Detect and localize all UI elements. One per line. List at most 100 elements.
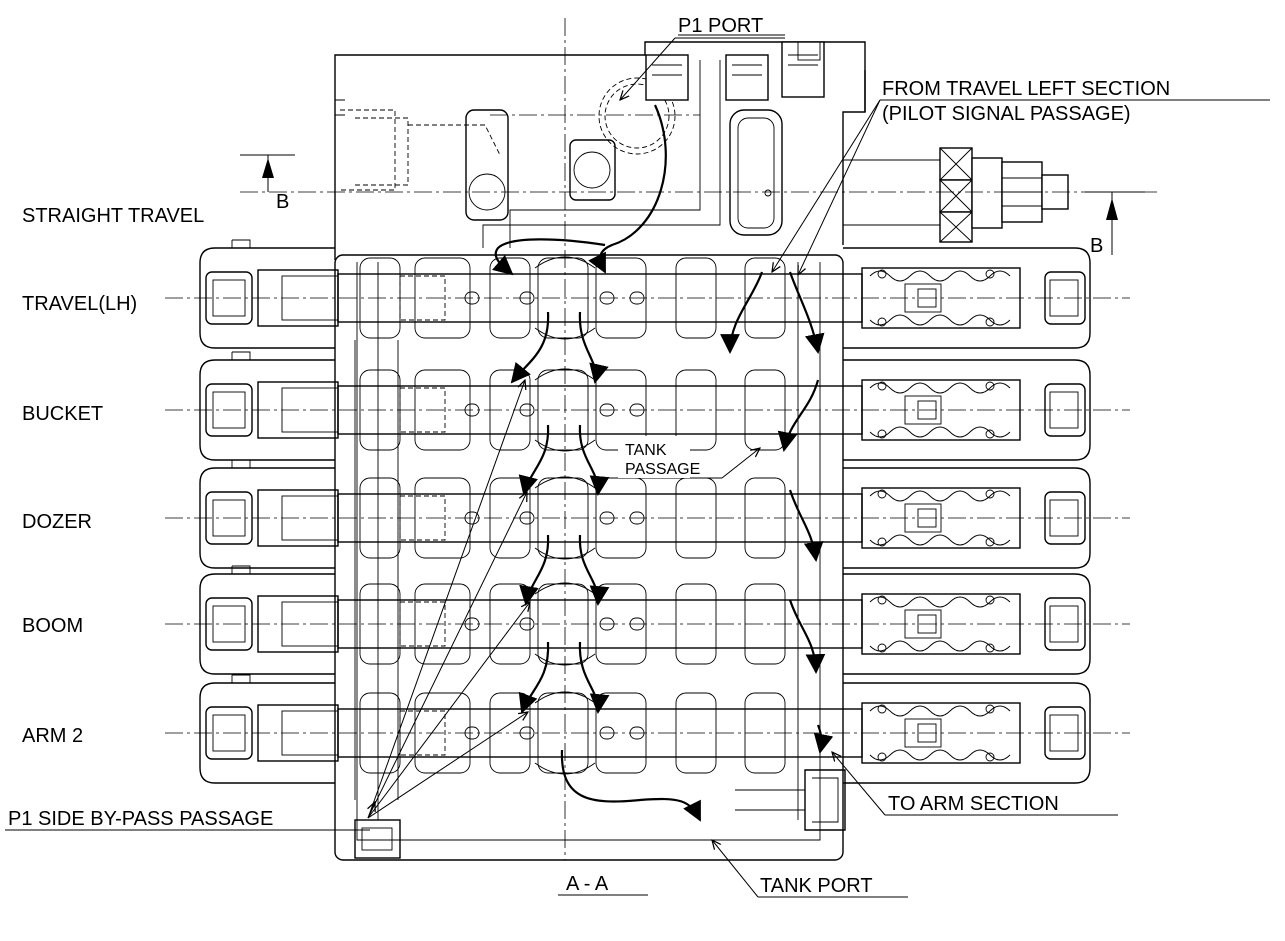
- pilot-signal-passage-label: (PILOT SIGNAL PASSAGE): [882, 103, 1131, 125]
- section-1-port-d: [985, 317, 995, 327]
- section-4-port-a: [877, 595, 887, 605]
- section-5-spring-stop: [917, 723, 937, 743]
- section-5-notch-1: [599, 726, 615, 740]
- section-4-land-2: [489, 583, 531, 665]
- p1-port-label: P1 PORT: [678, 15, 763, 37]
- section-1-land-3: [537, 257, 589, 339]
- section-1-right-plug: [1044, 271, 1086, 325]
- section-2-land-5: [675, 369, 717, 451]
- section-3-notch-1: [599, 511, 615, 525]
- section-1-spring-bottom: [869, 314, 1011, 326]
- section-1-notch-1: [599, 291, 615, 305]
- section-4-land-6: [744, 583, 786, 665]
- section-3-left-plug: [205, 491, 253, 545]
- section-3-spring-housing: [861, 487, 1021, 549]
- section-1-left-cap-lip: [231, 239, 251, 248]
- section-1-notch-3: [629, 291, 645, 305]
- section-4-left-plug: [205, 597, 253, 651]
- section-3-spring-retainer: [904, 503, 942, 533]
- section-2-spring-stop: [917, 400, 937, 420]
- section-5-spring-top: [869, 705, 1011, 717]
- section-3-land-3: [537, 477, 589, 559]
- section-4-port-c: [985, 595, 995, 605]
- section-5-left-cap-lip: [231, 674, 251, 683]
- section-4-right-plug-inner: [1049, 605, 1079, 643]
- spool-sections: [199, 239, 1091, 831]
- section-4-spring-top: [869, 596, 1011, 608]
- straight-travel-label: STRAIGHT TRAVEL: [22, 205, 204, 227]
- section-5-spring-bottom: [869, 749, 1011, 761]
- section-4-notch-2: [464, 617, 480, 631]
- section-3-bridge-top: [534, 476, 596, 489]
- section-5-notch-2: [464, 726, 480, 740]
- section-3-right-plug-inner: [1049, 499, 1079, 537]
- valve-body: [334, 41, 866, 861]
- section-3-notch-3: [629, 511, 645, 525]
- section-label-bucket: BUCKET: [22, 403, 103, 425]
- section-5-land-1: [414, 692, 471, 774]
- section-2-bridge-bottom: [534, 439, 596, 452]
- section-2-land-3: [537, 369, 589, 451]
- section-4-spring-stop: [917, 614, 937, 634]
- section-3-right-plug: [1044, 491, 1086, 545]
- section-3-left-plug-inner: [212, 499, 246, 537]
- section-1-left-cap: [199, 247, 335, 349]
- section-2-spring-housing: [861, 379, 1021, 441]
- section-4-bridge-top: [534, 582, 596, 595]
- section-5-land-4: [595, 692, 647, 774]
- section-3-land-2: [489, 477, 531, 559]
- to-arm-section-label: TO ARM SECTION: [888, 793, 1059, 815]
- section-5-dashed-land: [399, 710, 446, 756]
- section-2-left-cap-lip: [231, 351, 251, 360]
- section-2-notch-3: [629, 403, 645, 417]
- section-1-land-4: [595, 257, 647, 339]
- section-1-land-6: [744, 257, 786, 339]
- section-2-spring-retainer: [904, 395, 942, 425]
- section-2-left-plug-inner: [212, 391, 246, 429]
- section-4-right-cap: [843, 573, 1091, 675]
- section-5-notch-0: [519, 726, 535, 740]
- section-b-left-label: B: [276, 191, 289, 213]
- pilot-plug-assembly: [843, 147, 1069, 243]
- section-2-spring-bottom: [869, 426, 1011, 438]
- section-3-spring-top: [869, 490, 1011, 502]
- section-label-travel-lh: TRAVEL(LH): [22, 293, 137, 315]
- section-2-notch-1: [599, 403, 615, 417]
- section-4-notch-0: [519, 617, 535, 631]
- section-1-spring-top: [869, 270, 1011, 282]
- section-1-port-c: [985, 269, 995, 279]
- section-1-port-b: [877, 317, 887, 327]
- section-5-spring-retainer: [904, 718, 942, 748]
- section-3-land-1: [414, 477, 471, 559]
- section-5-port-c: [985, 704, 995, 714]
- section-3-bridge-bottom: [534, 547, 596, 560]
- section-5-land-5: [675, 692, 717, 774]
- flow-arrows: [492, 104, 834, 822]
- section-3-dashed-land: [399, 495, 446, 541]
- section-2-left-cap: [199, 359, 335, 461]
- section-1-land-1: [414, 257, 471, 339]
- from-travel-left-label: FROM TRAVEL LEFT SECTION: [882, 78, 1170, 100]
- section-3-right-cap: [843, 467, 1091, 569]
- section-3-notch-2: [464, 511, 480, 525]
- section-5-port-b: [877, 752, 887, 762]
- section-4-left-plug-inner: [212, 605, 246, 643]
- section-1-spring-housing: [861, 267, 1021, 329]
- section-label-arm2: ARM 2: [22, 725, 83, 747]
- tank-port-plug-inner: [812, 777, 839, 823]
- section-4-notch-1: [599, 617, 615, 631]
- section-2-notch-2: [464, 403, 480, 417]
- section-3-left-cap: [199, 467, 335, 569]
- section-2-land-1: [414, 369, 471, 451]
- section-3-port-b: [877, 537, 887, 547]
- section-5-port-d: [985, 752, 995, 762]
- section-4-dashed-land: [399, 601, 446, 647]
- section-1-dashed-land: [399, 275, 446, 321]
- tank-port-plug: [804, 769, 846, 831]
- section-5-land-6: [744, 692, 786, 774]
- section-2-land-6: [744, 369, 786, 451]
- section-3-spring-stop: [917, 508, 937, 528]
- section-5-spring-housing: [861, 702, 1021, 764]
- section-5-bridge-top: [534, 691, 596, 704]
